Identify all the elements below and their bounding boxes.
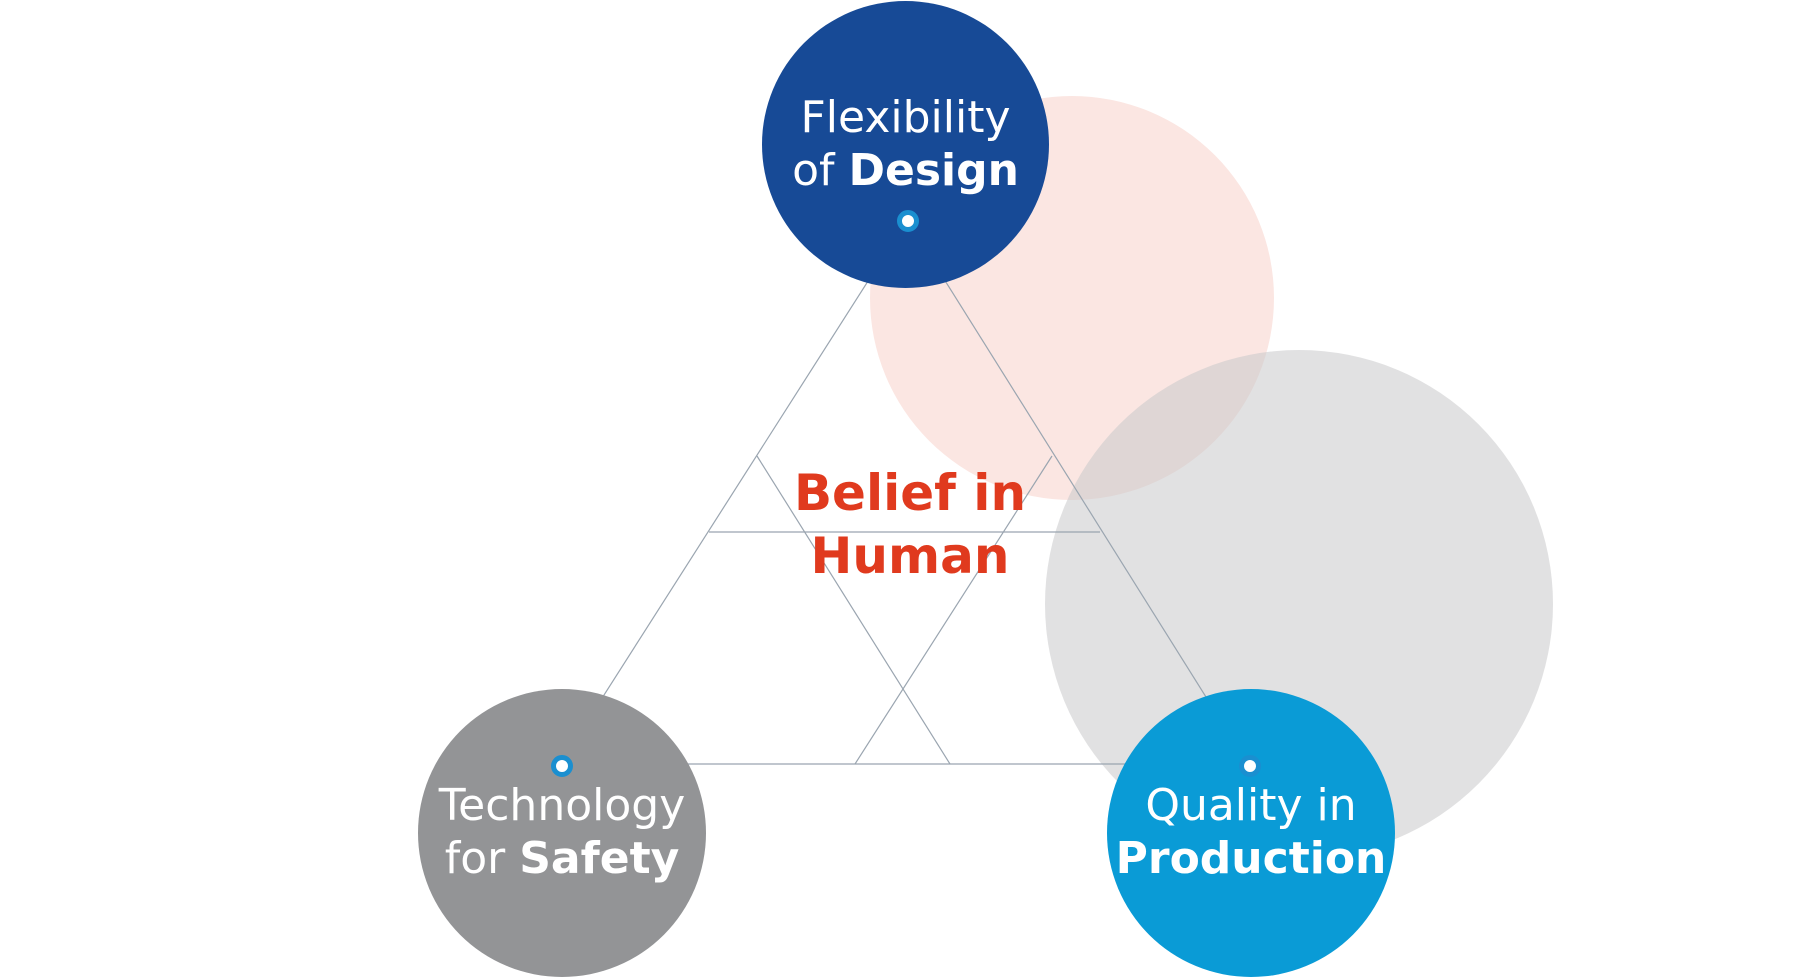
design-node-dot [897, 210, 919, 232]
design-line2-prefix: of [792, 144, 849, 196]
production-line2-bold: Production [1115, 833, 1387, 884]
production-circle: Quality in Production [1107, 689, 1395, 977]
design-circle: Flexibility of Design [762, 1, 1049, 288]
center-line1: Belief in [793, 464, 1027, 522]
center-line2: Human [810, 526, 1010, 585]
safety-node-dot [551, 755, 573, 777]
outer-triangle-right-edge [906, 219, 1249, 765]
inner-triangle-left-edge [756, 455, 951, 765]
design-line2: of Design [792, 145, 1019, 198]
safety-circle: Technology for Safety [418, 689, 706, 977]
design-line1: Flexibility [800, 91, 1011, 143]
safety-line1: Technology [438, 780, 686, 832]
production-node-dot [1239, 755, 1261, 777]
safety-line2: for Safety [445, 833, 680, 886]
production-line2: Production [1116, 833, 1387, 886]
inner-triangle-right-edge [854, 455, 1053, 765]
production-line1: Quality in [1145, 780, 1357, 832]
center-label: Belief in Human [760, 462, 1060, 587]
safety-line2-prefix: for [444, 833, 520, 884]
design-line2-bold: Design [848, 144, 1019, 196]
safety-line2-bold: Safety [519, 833, 680, 884]
outer-triangle-left-edge [559, 219, 908, 765]
